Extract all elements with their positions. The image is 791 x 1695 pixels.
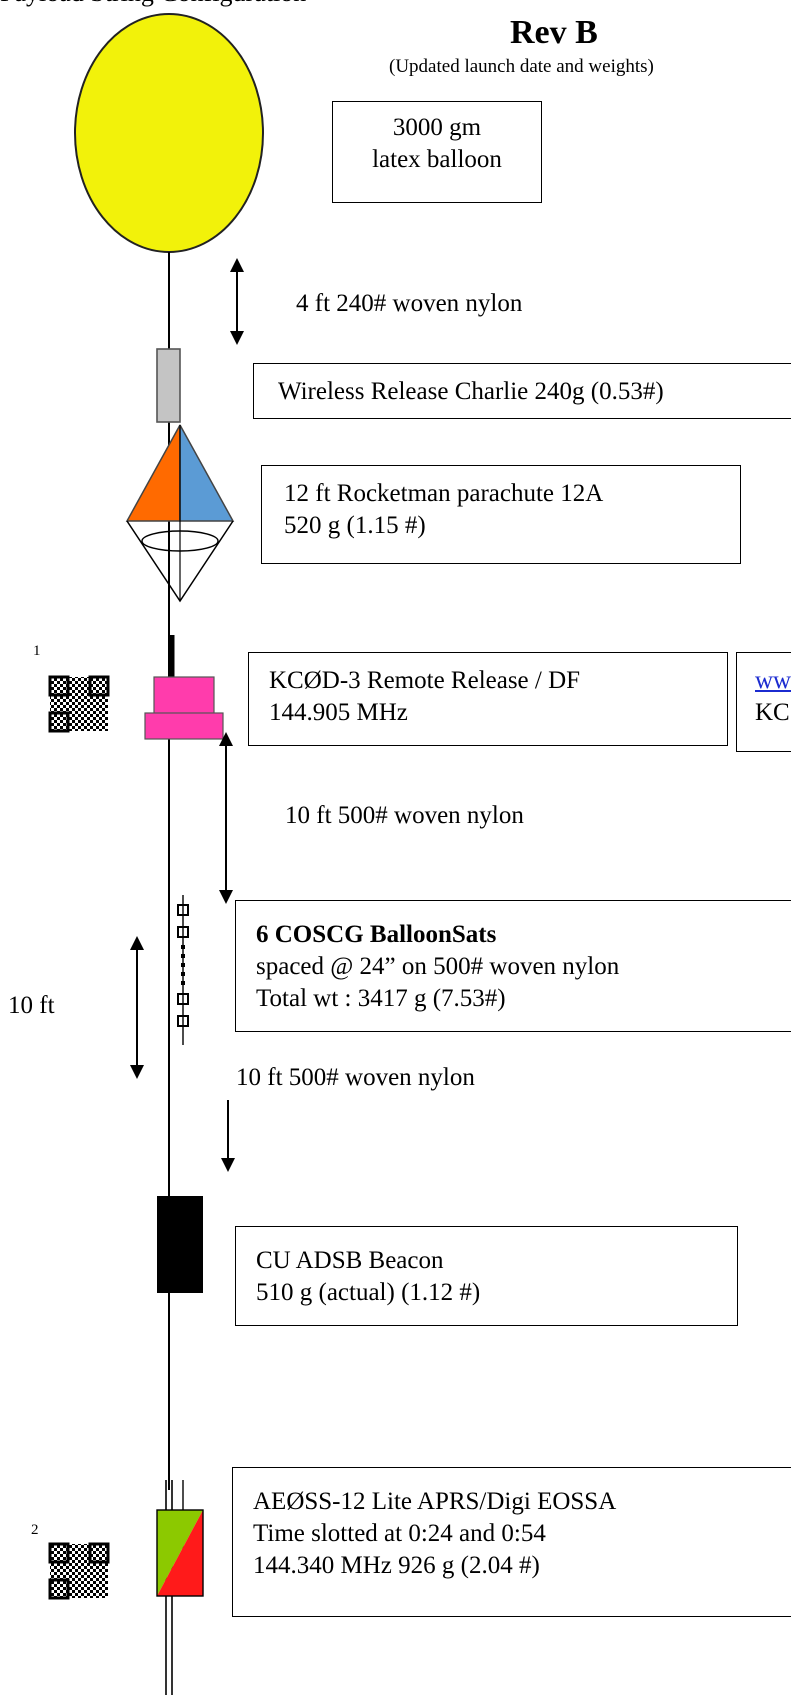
- wireless-release-shape: [156, 348, 181, 423]
- balloon-shape: [74, 13, 264, 253]
- balloon-label-box: 3000 gm latex balloon: [332, 101, 542, 203]
- aprs-body-red: [157, 1510, 203, 1596]
- remote-release-side-text: KC: [755, 699, 790, 726]
- wireless-release-box: Wireless Release Charlie 240g (0.53#): [253, 363, 791, 419]
- line-10ft-2-label: 10 ft 500# woven nylon: [236, 1064, 475, 1091]
- parachute-canopy-left: [125, 424, 181, 522]
- aprs-line1: AEØSS-12 Lite APRS/Digi EOSSA: [253, 1488, 617, 1515]
- wireless-release-label: Wireless Release Charlie 240g (0.53#): [278, 378, 664, 405]
- aprs-box: AEØSS-12 Lite APRS/Digi EOSSA Time slott…: [232, 1467, 791, 1617]
- aprs-line2: Time slotted at 0:24 and 0:54: [253, 1520, 546, 1547]
- adsb-box: CU ADSB Beacon 510 g (actual) (1.12 #): [235, 1226, 738, 1326]
- revision-note: (Updated launch date and weights): [389, 56, 654, 77]
- parachute-line2: 520 g (1.15 #): [284, 512, 426, 539]
- remote-release-side-link[interactable]: ww: [755, 667, 791, 694]
- line-4ft-label: 4 ft 240# woven nylon: [296, 290, 523, 317]
- qr-code-2-icon: [50, 1544, 108, 1598]
- adsb-beacon-shape: [157, 1196, 203, 1293]
- balloon-label-line1: 3000 gm: [392, 114, 482, 141]
- balloon-label-line2: latex balloon: [372, 146, 502, 173]
- parachute-canopy-right: [179, 424, 235, 522]
- aprs-outline: [156, 1509, 204, 1597]
- qr-code-1-icon: [50, 677, 108, 731]
- remote-release-line1: KCØD-3 Remote Release / DF: [269, 667, 581, 694]
- aprs-line3: 144.340 MHz 926 g (2.04 #): [253, 1552, 540, 1579]
- revision-title: Rev B: [510, 14, 598, 51]
- adsb-line1: CU ADSB Beacon: [256, 1247, 444, 1274]
- parachute-box: 12 ft Rocketman parachute 12A 520 g (1.1…: [261, 465, 741, 564]
- top-cut-heading: Payload String Configuration: [0, 0, 791, 8]
- adsb-line2: 510 g (actual) (1.12 #): [256, 1279, 481, 1306]
- remote-release-side-box: ww KC: [736, 652, 791, 752]
- qr-marker-1: 1: [33, 643, 41, 659]
- balloonsats-line1: 6 COSCG BalloonSats: [256, 921, 497, 948]
- qr-marker-2: 2: [31, 1522, 39, 1538]
- balloonsats-line2: spaced @ 24” on 500# woven nylon: [256, 953, 620, 980]
- remote-release-top: [153, 676, 215, 716]
- balloonsats-line3: Total wt : 3417 g (7.53#): [256, 985, 506, 1012]
- balloonsats-span-label: 10 ft: [8, 992, 55, 1019]
- remote-release-line2: 144.905 MHz: [269, 699, 408, 726]
- remote-release-base: [144, 712, 224, 740]
- parachute-line1: 12 ft Rocketman parachute 12A: [284, 480, 604, 507]
- remote-release-box: KCØD-3 Remote Release / DF 144.905 MHz: [248, 652, 728, 746]
- line-10ft-1-label: 10 ft 500# woven nylon: [285, 802, 524, 829]
- top-cut-text: Payload String Configuration: [0, 0, 306, 8]
- balloonsats-box: 6 COSCG BalloonSats spaced @ 24” on 500#…: [235, 900, 791, 1032]
